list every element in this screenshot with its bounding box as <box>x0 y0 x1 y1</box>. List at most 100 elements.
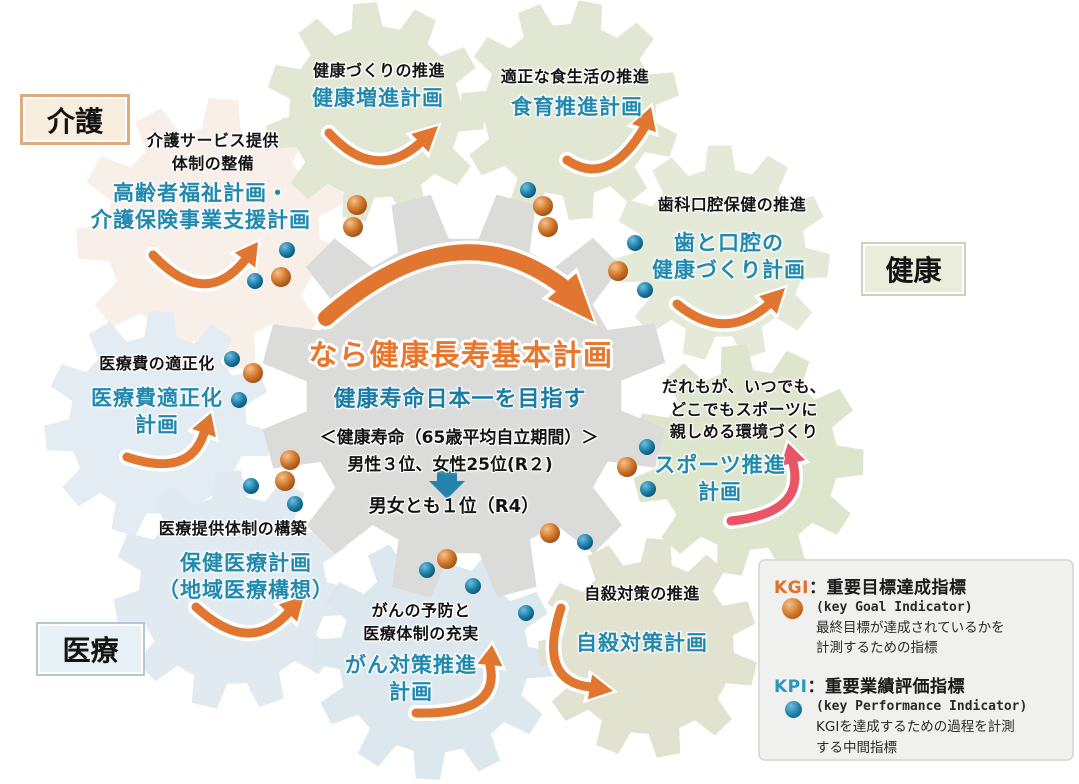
arrow-kourei <box>148 250 250 289</box>
arrow-shika <box>672 299 773 329</box>
arrow-shokuiku <box>632 107 656 132</box>
kgi-sphere <box>275 471 295 491</box>
gear-sports <box>633 344 864 576</box>
kgi-sphere <box>608 261 628 281</box>
kgi-sphere <box>437 549 457 569</box>
kgi-sphere <box>347 195 367 215</box>
arrow-shika <box>759 288 785 314</box>
sports-plan: スポーツ推進 計画 <box>654 453 786 505</box>
kgi-sphere <box>271 267 291 287</box>
hoken-iryo-plan: 保健医療計画 （地域医療構想） <box>158 551 334 603</box>
iryohi-heading: 医療費の適正化 <box>99 354 215 373</box>
kpi-sphere <box>520 182 536 198</box>
category-label-kaigo: 介護 <box>20 94 130 145</box>
kgi-separator: ： <box>808 578 827 598</box>
kpi-separator: ： <box>807 677 825 698</box>
kpi-sphere <box>224 351 240 367</box>
arrow-sports <box>780 443 806 467</box>
sports-heading: だれもが、いつでも、 どこでもスポーツに 親しめる環境づくり <box>661 377 827 442</box>
kpi-sphere <box>518 605 534 621</box>
current-rank: 男性３位、女性25位(R２) <box>347 455 553 475</box>
shokuiku-plan: 食育推進計画 <box>511 95 643 119</box>
kpi-sphere <box>637 282 653 298</box>
gears-layer <box>44 0 864 780</box>
kpi-name: 重要業績評価指標 <box>824 677 965 698</box>
arrow-jisatsu <box>587 674 613 700</box>
legend-kpi-title: KPI：重要業績評価指標 <box>774 672 1064 697</box>
category-label-kenko: 健康 <box>861 242 966 296</box>
kgi-sphere-icon <box>782 598 803 619</box>
arrow-center <box>318 244 570 326</box>
arrow-kourei <box>234 242 258 268</box>
category-label-iryo: 医療 <box>36 622 145 676</box>
jisatsu-heading: 自殺対策の推進 <box>584 584 700 603</box>
kpi-sphere <box>243 478 259 494</box>
kgi-sphere <box>243 363 263 383</box>
shika-plan: 歯と口腔の 健康づくり計画 <box>652 231 806 283</box>
arrows-layer <box>119 102 811 722</box>
kgi-term: KGI <box>774 578 809 598</box>
legend-kgi-title: KGI：重要目標達成指標 <box>774 573 1064 598</box>
gear-hoken-iryo <box>113 470 354 709</box>
gan-plan: がん対策推進 計画 <box>345 653 477 705</box>
arrow-iryohi <box>122 428 209 469</box>
kpi-sphere <box>231 392 247 408</box>
arrow-iryohi <box>192 413 216 438</box>
jisatsu-plan: 自殺対策計画 <box>576 631 708 655</box>
arrow-gan <box>411 660 496 718</box>
kgi-description: 最終目標が達成されているかを 計測するための指標 <box>816 619 1005 657</box>
kgi-sphere <box>280 450 300 470</box>
kpi-english: (key Performance Indicator) <box>816 699 1028 715</box>
kpi-sphere <box>419 562 435 578</box>
kgi-sphere <box>617 457 637 477</box>
kgi-sphere <box>540 523 560 543</box>
kgi-sphere <box>343 217 363 237</box>
kpi-sphere <box>640 481 656 497</box>
kenko-zoshin-heading: 健康づくりの推進 <box>312 61 445 80</box>
spheres-layer <box>224 182 656 621</box>
main-subtitle: 健康寿命日本一を目指す <box>333 387 587 412</box>
kpi-sphere <box>279 242 295 258</box>
legend-box: KGI：重要目標達成指標 (key Goal Indicator) 最終目標が達… <box>758 559 1074 761</box>
hoken-iryo-heading: 医療提供体制の構築 <box>158 519 308 538</box>
down-arrow-icon <box>429 471 465 499</box>
shika-heading: 歯科口腔保健の推進 <box>657 195 807 214</box>
goal-rank: 男女とも１位（R4） <box>368 496 540 517</box>
kpi-sphere <box>247 273 263 289</box>
kenko-zoshin-plan: 健康増進計画 <box>312 86 444 110</box>
kourei-heading: 介護サービス提供 体制の整備 <box>146 131 279 173</box>
arrow-jisatsu <box>549 603 595 692</box>
arrow-hoken-iryo <box>191 602 293 638</box>
arrow-sports <box>726 458 800 526</box>
kpi-sphere <box>639 439 655 455</box>
gear-gan <box>312 536 556 780</box>
kpi-sphere-icon <box>785 701 802 719</box>
kgi-name: 重要目標達成指標 <box>826 578 967 598</box>
kgi-sphere <box>533 196 553 216</box>
kpi-sphere <box>627 235 643 251</box>
arrow-center <box>547 273 594 322</box>
kpi-sphere <box>287 496 303 512</box>
metric-header: ＜健康寿命（65歳平均自立期間）＞ <box>319 428 599 448</box>
legend-kpi: KPI：重要業績評価指標 (key Performance Indicator)… <box>774 672 1064 758</box>
arrow-gan <box>477 645 503 667</box>
gear-jisatsu <box>538 538 758 758</box>
kpi-sphere <box>465 578 481 594</box>
legend-kgi: KGI：重要目標達成指標 (key Goal Indicator) 最終目標が達… <box>774 573 1064 659</box>
arrow-hoken-iryo <box>278 596 304 622</box>
gear-shokuiku <box>460 0 679 220</box>
iryohi-plan: 医療費適正化 計画 <box>91 386 223 438</box>
kgi-sphere <box>538 217 558 237</box>
arrow-kenko-zoshin <box>324 128 425 166</box>
kourei-plan: 高齢者福祉計画・ 介護保険事業支援計画 <box>91 181 311 233</box>
kpi-sphere <box>577 534 593 550</box>
gan-heading: がんの予防と 医療体制の充実 <box>363 601 479 643</box>
kpi-term: KPI <box>774 677 808 698</box>
gear-kourei <box>76 98 350 372</box>
kgi-english: (key Goal Indicator) <box>816 600 973 615</box>
main-title: なら健康長寿基本計画 <box>308 338 614 372</box>
kpi-description: KGIを達成するための過程を計測 する中間指標 <box>816 718 1015 756</box>
arrow-kenko-zoshin <box>411 126 438 153</box>
